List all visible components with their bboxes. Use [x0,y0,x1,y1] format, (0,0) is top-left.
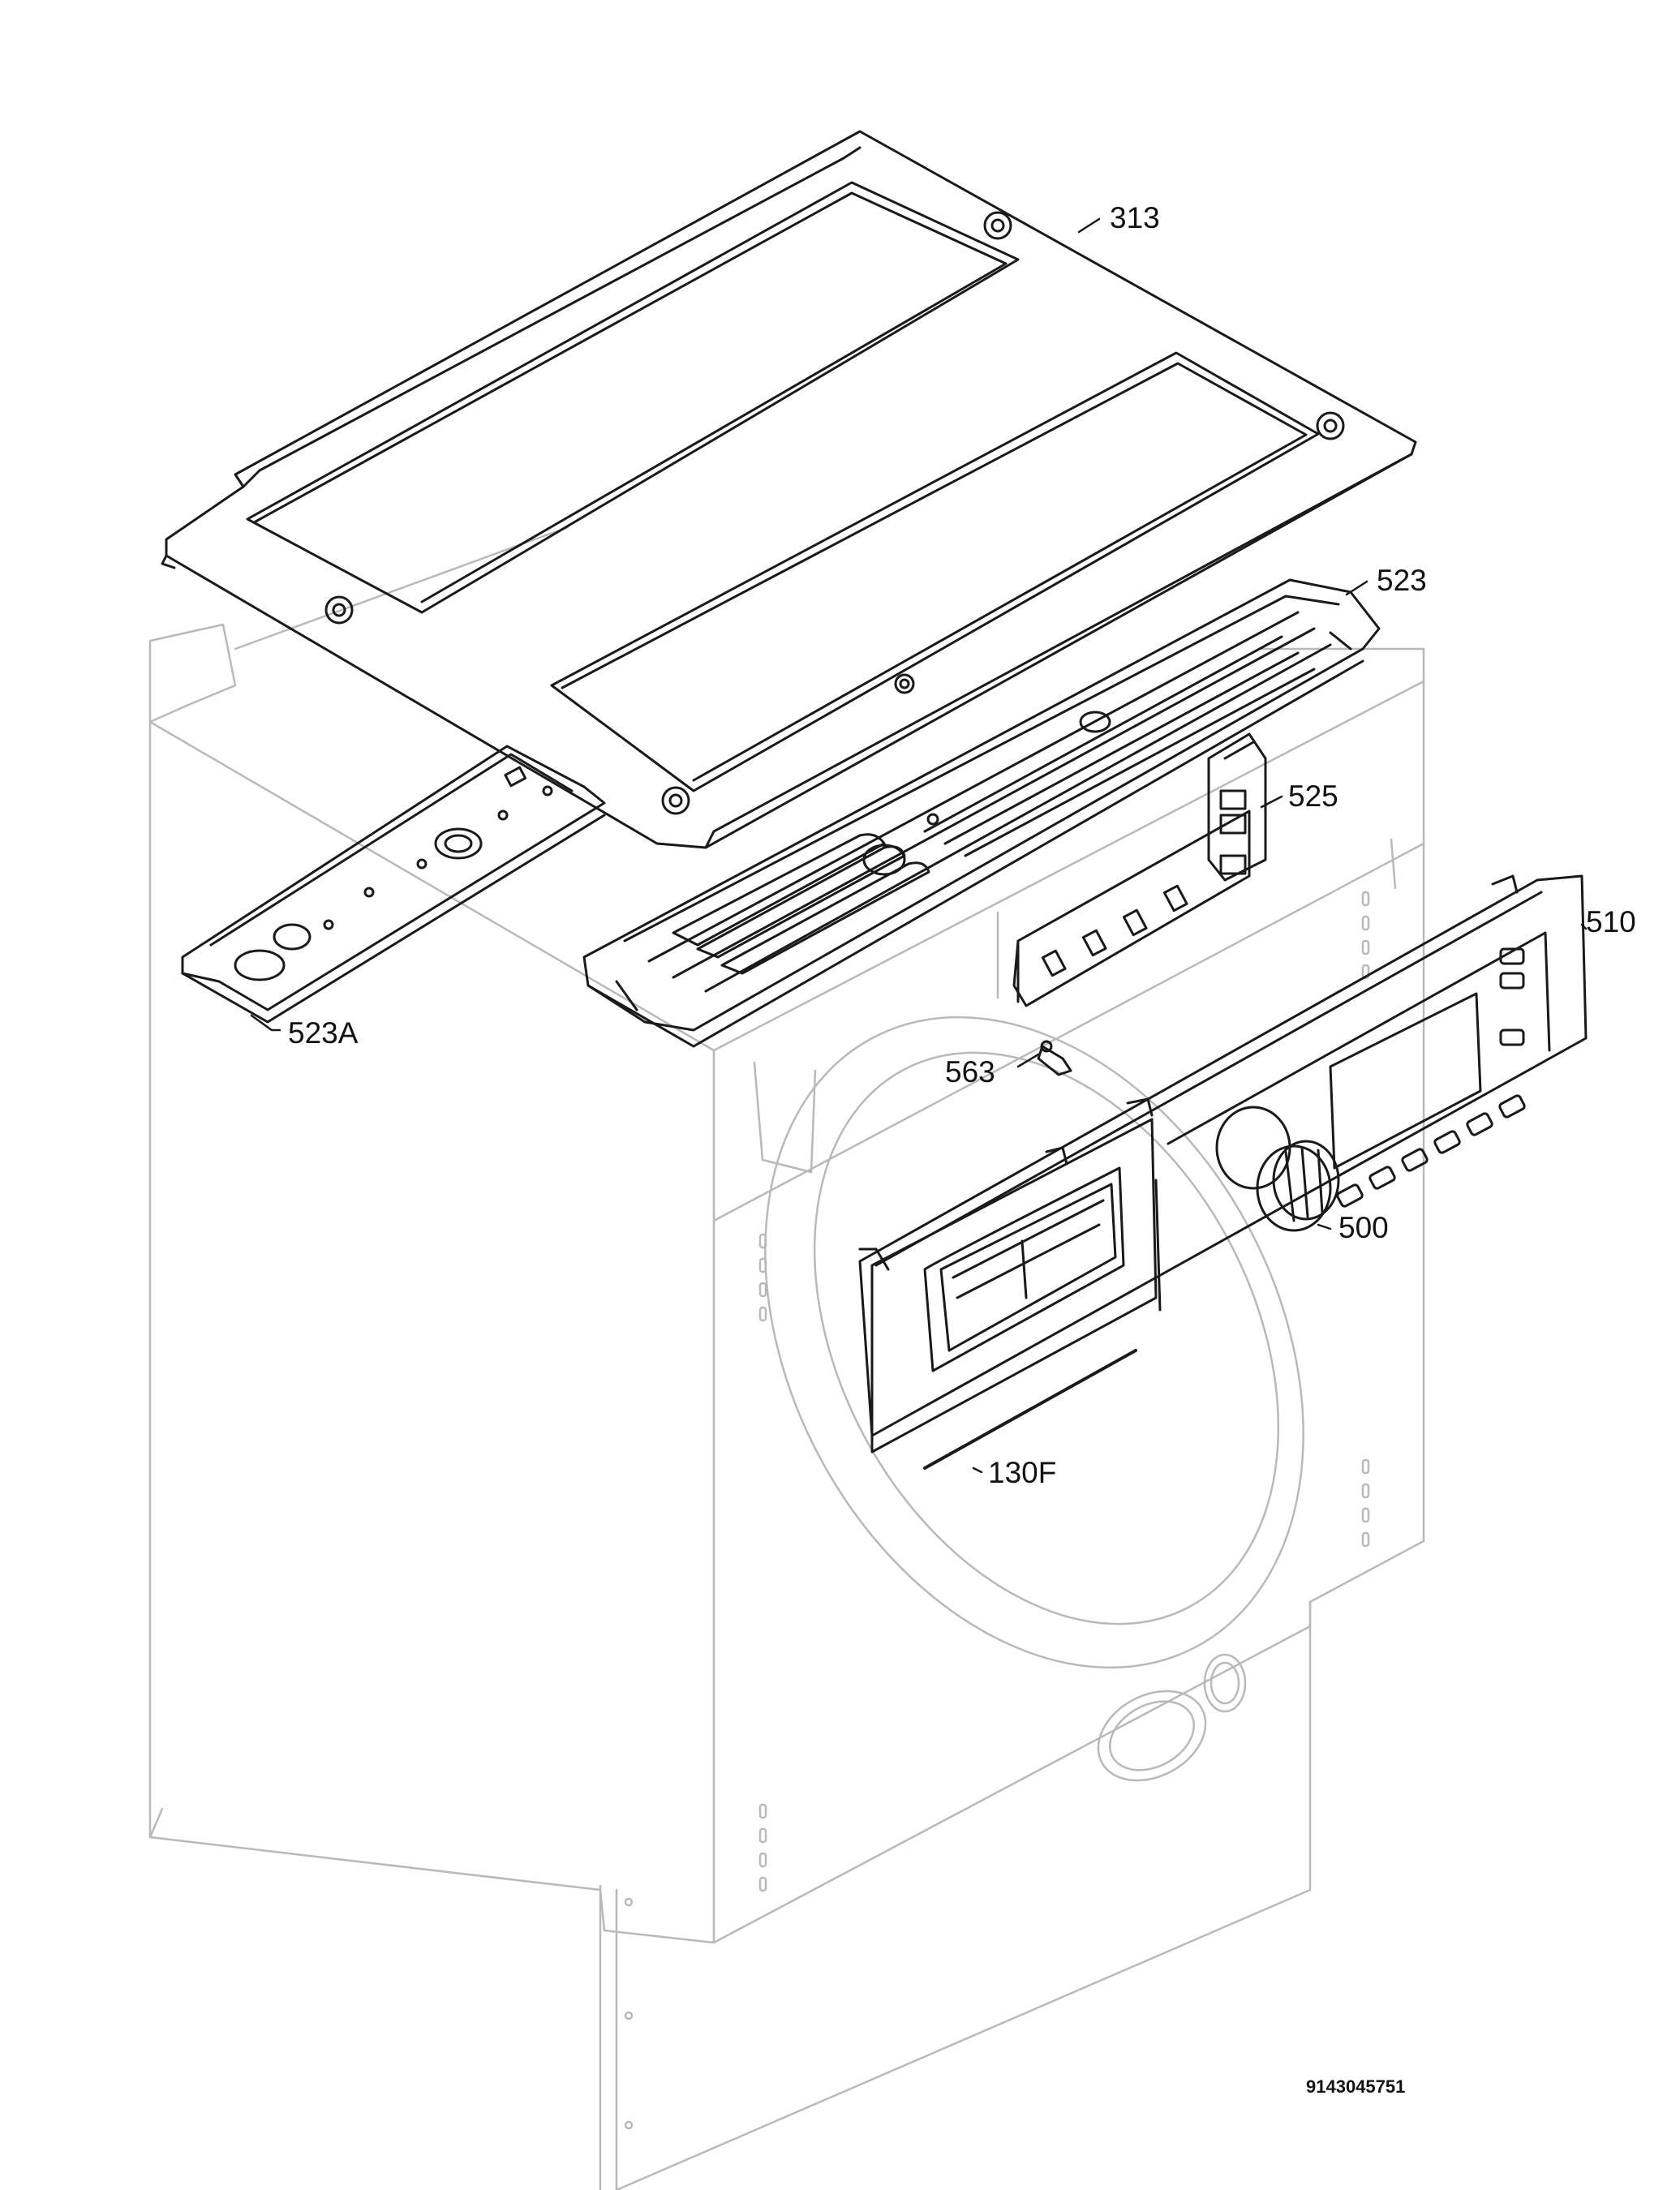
callout-500: 500 [1338,1211,1389,1244]
top-cover [161,130,1417,849]
callout-563: 563 [945,1055,995,1089]
callout-523a: 523A [288,1016,359,1050]
callout-313: 313 [1110,201,1160,234]
callout-523: 523 [1377,564,1427,597]
document-number: 9143045751 [1306,2076,1406,2097]
light-guide [923,1349,1137,1470]
led-pin [1037,1040,1072,1076]
leader-lines [250,217,1588,1474]
callout-525: 525 [1288,779,1338,813]
right-rail [582,578,1381,1048]
callout-510: 510 [1586,905,1636,938]
program-knob [1256,1140,1340,1232]
control-block [1012,732,1267,1007]
left-rail [181,745,606,1024]
machine-body [148,526,1425,2190]
control-panel [858,874,1588,1454]
callout-130f: 130F [988,1456,1057,1489]
